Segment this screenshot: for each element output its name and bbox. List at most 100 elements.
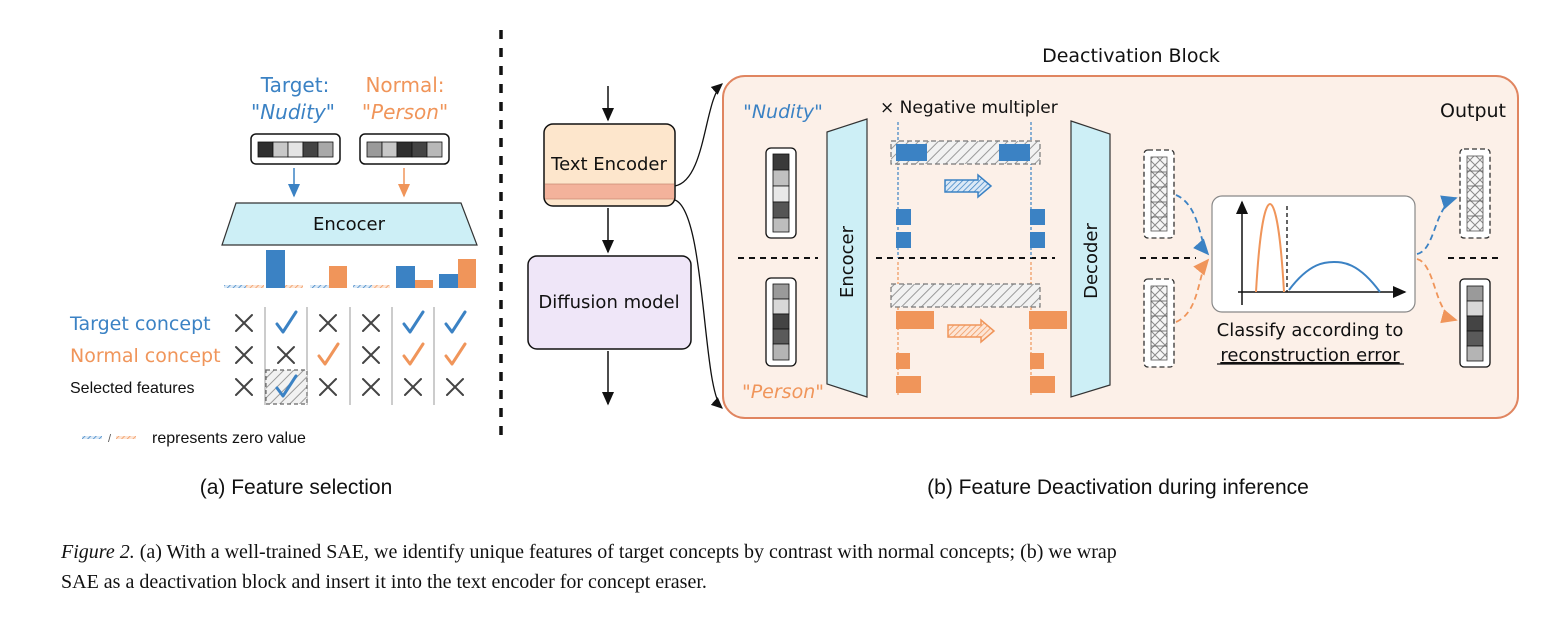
selected-feature-marks: [235, 374, 464, 398]
target-label: Target:: [260, 73, 330, 97]
latent-feature-block: [1030, 232, 1045, 248]
latent-feature-block: [896, 144, 927, 161]
latent-feature-block: [896, 232, 911, 248]
classifier-to-output-target-arrow: [1416, 195, 1458, 255]
check-icon: [275, 374, 298, 398]
check-icon: [402, 310, 425, 334]
nudity-word: "Nudity": [743, 101, 823, 123]
cross-icon: [362, 346, 380, 364]
inactive-feature-region: [890, 283, 1041, 308]
person-word: "Person": [742, 381, 824, 403]
reconstructed-normal-vector: [1143, 278, 1175, 368]
check-icon: [317, 342, 340, 366]
text-encoder-label: Text Encoder: [550, 154, 667, 175]
target-word: "Nudity": [251, 100, 335, 124]
normal-label: Normal:: [365, 73, 444, 97]
caption-a: (a) Feature selection: [200, 476, 393, 499]
feature-activation-bars: [224, 250, 476, 288]
zero-bar: [310, 285, 329, 288]
feature-bar: [266, 250, 285, 288]
feature-bar: [329, 266, 347, 288]
panel-b: Text Encoder Diffusion model Deactivatio…: [527, 45, 1519, 499]
latent-feature-block: [1030, 353, 1044, 369]
caption-b: (b) Feature Deactivation during inferenc…: [927, 476, 1309, 499]
target-embedding-vector: [250, 133, 341, 165]
latent-feature-block: [1030, 376, 1055, 393]
zero-legend-orange: [116, 436, 136, 439]
zero-bar: [285, 285, 303, 288]
sae-encoder-label: Encocer: [837, 225, 858, 298]
normal-embedding-vector: [359, 133, 450, 165]
encoder-label-a: Encocer: [313, 214, 386, 235]
diffusion-model-label: Diffusion model: [538, 292, 679, 313]
cross-icon: [362, 314, 380, 332]
check-icon: [444, 310, 467, 334]
figure-caption-line1: Figure 2. (a) With a well-trained SAE, w…: [60, 541, 1117, 563]
output-target-vector: [1459, 148, 1491, 239]
latent-feature-block: [896, 376, 921, 393]
feature-bar: [439, 274, 458, 288]
reconstructed-target-vector: [1143, 149, 1175, 239]
latent-feature-block: [1029, 311, 1067, 329]
latent-feature-block: [896, 353, 910, 369]
row-label-normal: Normal concept: [70, 345, 221, 367]
normal-word: "Person": [362, 100, 448, 124]
diffusion-model-box: [527, 255, 692, 350]
zero-legend-sep: /: [108, 433, 112, 445]
classifier-to-output-normal-arrow: [1416, 258, 1458, 324]
target-latent-features: [890, 122, 1045, 258]
zero-legend-blue: [82, 436, 102, 439]
feature-bar: [396, 266, 415, 288]
cross-icon: [235, 314, 253, 332]
sae-decoder-label: Decoder: [1081, 223, 1102, 299]
cross-icon: [404, 378, 422, 396]
cross-icon: [319, 378, 337, 396]
zero-bar: [224, 285, 246, 288]
target-error-curve: [1288, 260, 1381, 293]
target-concept-marks: [235, 310, 467, 334]
check-icon: [275, 310, 298, 334]
figure-caption-line2: SAE as a deactivation block and insert i…: [61, 571, 707, 593]
normal-hollow-arrow: [947, 318, 996, 344]
classify-label-line1: Classify according to: [1217, 320, 1404, 341]
reconstruction-error-plot: [1236, 200, 1407, 305]
latent-feature-block: [896, 311, 934, 329]
negative-multiplier-label: × Negative multipler: [880, 98, 1058, 118]
block-in-connector: [674, 83, 723, 187]
normal-latent-features: [890, 262, 1067, 395]
cross-icon: [319, 314, 337, 332]
encoder-trapezoid: [221, 202, 478, 246]
row-label-selected: Selected features: [70, 380, 195, 397]
latent-feature-block: [999, 144, 1030, 161]
panel-a: Target: "Nudity" Normal: "Person" Encoce…: [69, 73, 478, 499]
zero-bar: [372, 285, 390, 288]
sae-encoder: [826, 118, 868, 398]
check-icon: [444, 342, 467, 366]
row-label-target: Target concept: [69, 313, 211, 335]
figure-caption-text1: (a) With a well-trained SAE, we identify…: [135, 541, 1117, 563]
block-out-connector: [674, 199, 723, 409]
target-to-classifier-arrow: [1175, 194, 1210, 256]
deactivation-block-title: Deactivation Block: [1042, 45, 1220, 67]
cross-icon: [277, 346, 295, 364]
latent-feature-block: [896, 209, 911, 225]
feature-bar: [458, 259, 476, 288]
zero-bar: [353, 285, 372, 288]
sae-decoder: [1070, 120, 1111, 398]
cross-icon: [446, 378, 464, 396]
cross-icon: [362, 378, 380, 396]
normal-error-curve: [1255, 202, 1285, 293]
person-embedding-vector: [765, 277, 797, 367]
nudity-embedding-vector: [765, 147, 797, 239]
selected-feature-highlight: [265, 369, 308, 405]
latent-feature-block: [1030, 209, 1045, 225]
cross-icon: [235, 378, 253, 396]
figure-caption-label: Figure 2.: [60, 541, 135, 563]
check-icon: [402, 342, 425, 366]
output-label: Output: [1440, 100, 1506, 122]
zero-legend-text: represents zero value: [152, 430, 306, 447]
feature-bar: [415, 280, 433, 288]
output-normal-vector: [1459, 278, 1491, 368]
